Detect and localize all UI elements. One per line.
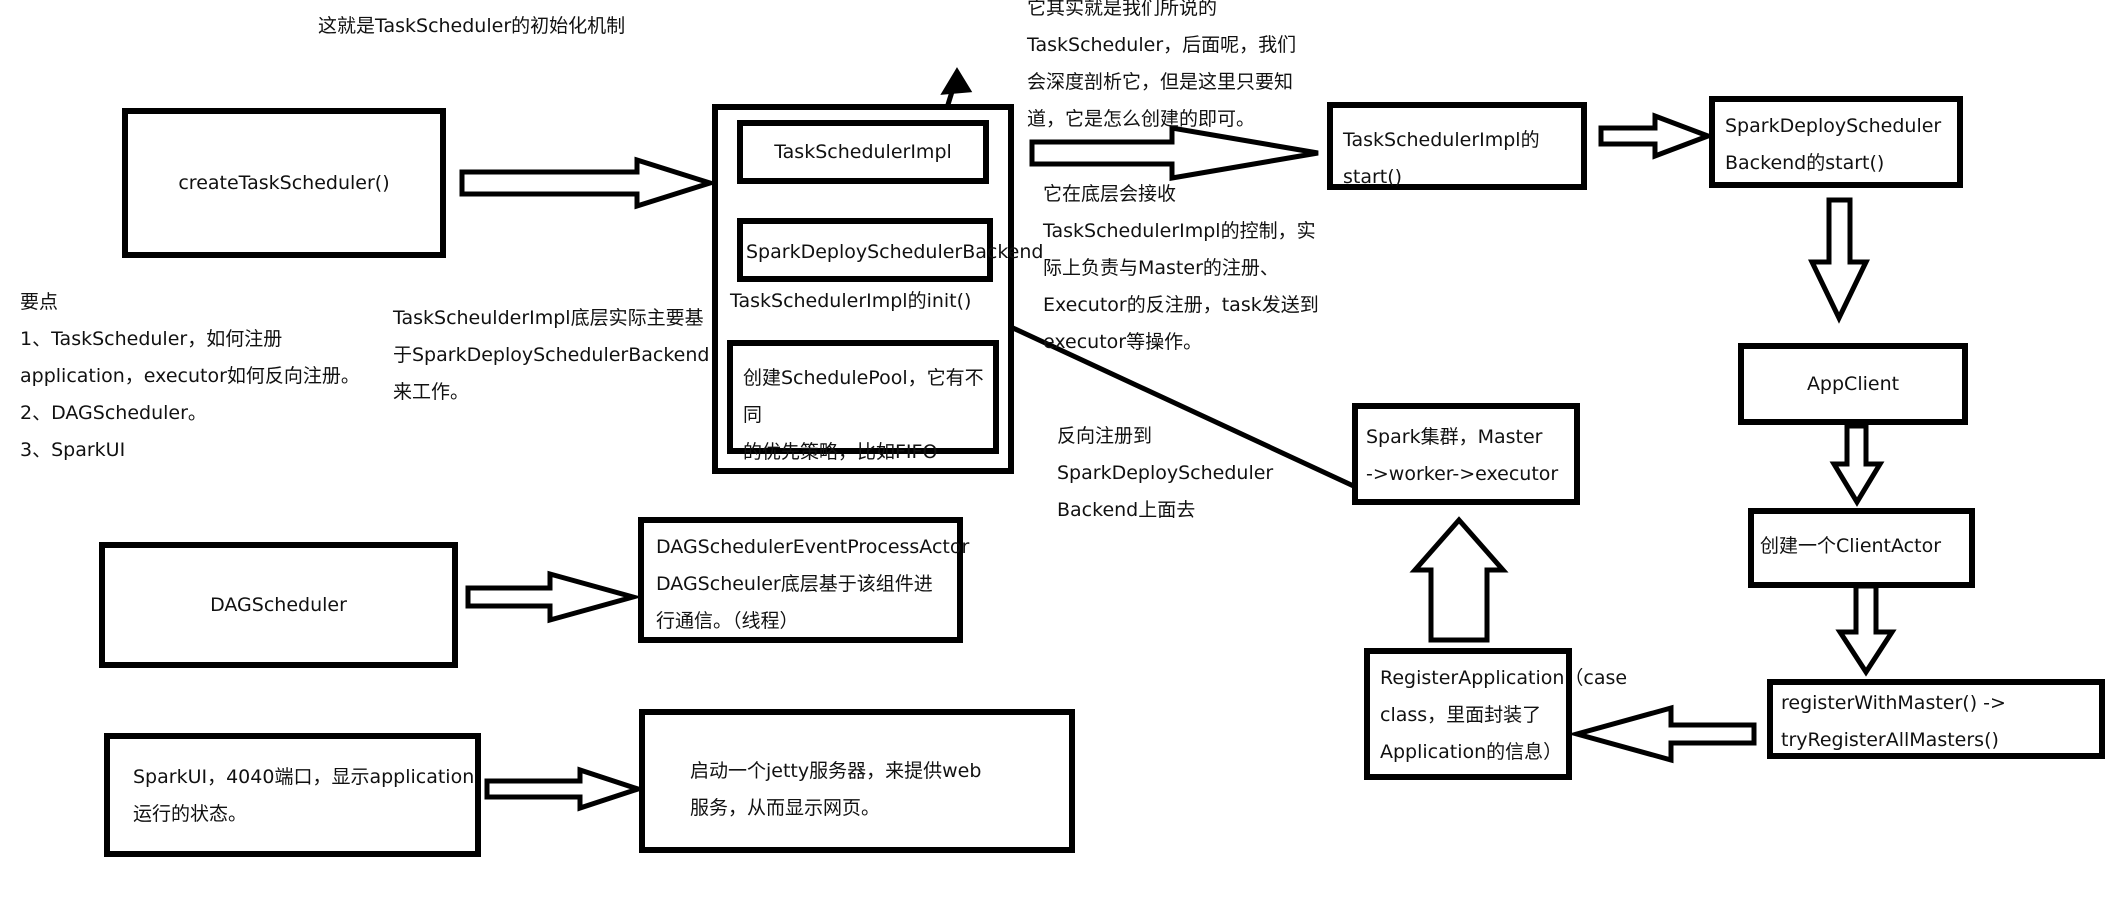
client-actor-label: 创建一个ClientActor xyxy=(1760,535,1942,557)
spark-cluster-box: Spark集群，Master ->worker->executor xyxy=(1352,403,1580,505)
key-points-annotation: 要点 1、TaskScheduler，如何注册 application，exec… xyxy=(20,291,360,461)
dag-event-actor-box: DAGSchedulerEventProcessActor DAGScheule… xyxy=(638,517,969,643)
create-task-scheduler-box: createTaskScheduler() xyxy=(122,108,446,258)
register-with-master-label: registerWithMaster() -> tryRegisterAllMa… xyxy=(1781,692,2006,751)
dag-scheduler-box: DAGScheduler xyxy=(99,542,458,668)
arrow-reverse-register-line xyxy=(983,312,1375,498)
impl-based-on-annotation: TaskScheulderImpl底层实际主要基 于SparkDeploySch… xyxy=(393,307,710,403)
reverse-register-annotation: 反向注册到 SparkDeployScheduler Backend上面去 xyxy=(1057,425,1274,521)
ts-impl-start-label: TaskSchedulerImpl的start() xyxy=(1343,129,1540,188)
arrow-backend-down xyxy=(1808,197,1870,324)
register-with-master-box: registerWithMaster() -> tryRegisterAllMa… xyxy=(1767,679,2105,759)
task-scheduler-impl-label: TaskSchedulerImpl xyxy=(774,140,952,163)
arrow-register-left xyxy=(1567,704,1757,764)
arrow-impl-up-head xyxy=(940,67,973,95)
diagram-title: 这就是TaskScheduler的初始化机制 xyxy=(318,15,626,37)
arrow-sparkui-to-jetty xyxy=(484,766,647,812)
dag-scheduler-label: DAGScheduler xyxy=(210,593,347,616)
arrow-actor-down xyxy=(1835,583,1897,677)
app-client-box: AppClient xyxy=(1738,343,1968,425)
task-scheduler-impl-box: TaskSchedulerImpl xyxy=(737,120,989,184)
init-label: TaskSchedulerImpl的init() xyxy=(730,290,972,312)
backend-annotation: 它在底层会接收 TaskSchedulerImpl的控制，实 际上负责与Mast… xyxy=(1043,183,1319,353)
create-task-scheduler-label: createTaskScheduler() xyxy=(178,171,390,194)
ts-impl-start-box: TaskSchedulerImpl的start() xyxy=(1327,102,1587,190)
arrow-appclient-down xyxy=(1829,423,1885,507)
register-application-box: RegisterApplication（case class，里面封装了 App… xyxy=(1364,648,1627,780)
spark-deploy-backend-box: SparkDeploySchedulerBackend xyxy=(737,218,1043,282)
backend-start-box: SparkDeployScheduler Backend的start() xyxy=(1709,96,1963,188)
spark-cluster-label: Spark集群，Master ->worker->executor xyxy=(1366,426,1559,485)
arrow-register-up xyxy=(1409,516,1509,643)
spark-ui-box: SparkUI，4040端口，显示application 运行的状态。 xyxy=(104,733,481,857)
spark-deploy-backend-label: SparkDeploySchedulerBackend xyxy=(746,241,1044,263)
dag-event-actor-label: DAGSchedulerEventProcessActor DAGScheule… xyxy=(656,536,970,632)
arrow-start-to-backend xyxy=(1598,112,1716,160)
app-client-label: AppClient xyxy=(1806,372,1900,395)
top-annotation: 它其实就是我们所说的 TaskScheduler，后面呢，我们 会深度剖析它，但… xyxy=(1027,0,1297,130)
spark-ui-label: SparkUI，4040端口，显示application 运行的状态。 xyxy=(133,766,475,825)
register-application-label: RegisterApplication（case class，里面封装了 App… xyxy=(1380,667,1628,763)
arrow-dag-to-actor xyxy=(465,570,643,624)
jetty-box: 启动一个jetty服务器，来提供web 服务，从而显示网页。 xyxy=(639,709,1075,853)
schedule-pool-label: 创建SchedulePool，它有不同 的优先策略，比如FIFO xyxy=(743,367,984,463)
schedule-pool-box: 创建SchedulePool，它有不同 的优先策略，比如FIFO xyxy=(727,340,999,463)
client-actor-box: 创建一个ClientActor xyxy=(1748,508,1975,588)
arrow-impl-to-start xyxy=(1029,125,1319,181)
backend-start-label: SparkDeployScheduler Backend的start() xyxy=(1725,115,1942,174)
arrow-create-to-impl xyxy=(459,156,719,210)
jetty-label: 启动一个jetty服务器，来提供web 服务，从而显示网页。 xyxy=(690,760,982,819)
